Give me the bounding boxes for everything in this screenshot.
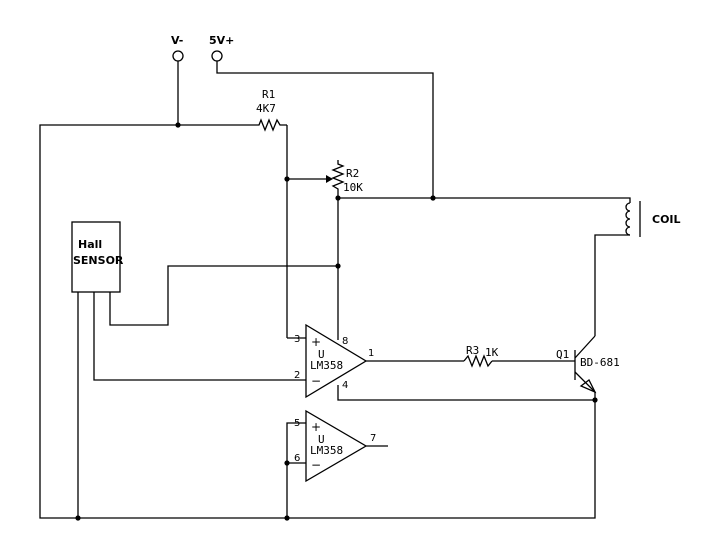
opamp2-plus-sign: + xyxy=(311,420,321,434)
q1-ref: Q1 xyxy=(556,348,569,361)
coil-to-collector-wire xyxy=(594,234,630,336)
vminus-label: V- xyxy=(171,34,183,47)
opamp2-part: LM358 xyxy=(310,444,343,457)
r1-value: 4K7 xyxy=(256,102,276,115)
opamp1-ground-wire xyxy=(337,385,595,401)
opamp-u2: + − U LM358 5 6 7 xyxy=(286,409,388,518)
opamp1-pin4: 4 xyxy=(342,380,348,391)
coil-label: COIL xyxy=(652,213,681,226)
r2-value: 10K xyxy=(343,181,363,194)
opamp1-pin3: 3 xyxy=(294,334,300,345)
vplus-terminal: 5V+ xyxy=(209,34,434,198)
hall-sensor: Hall SENSOR xyxy=(71,221,124,293)
opamp1-part: LM358 xyxy=(310,359,343,372)
q1-part: BD-681 xyxy=(580,356,620,369)
hall-supply-wire xyxy=(109,265,338,326)
vminus-terminal: V- xyxy=(171,34,184,125)
opamp1-pin1: 1 xyxy=(368,348,374,359)
potentiometer-r2: R2 10K xyxy=(287,160,363,198)
r3-value: 1K xyxy=(485,346,499,359)
opamp-u1: + − U LM358 3 2 1 8 4 xyxy=(287,323,374,399)
r3-ref: R3 xyxy=(466,344,479,357)
opamp2-pin7: 7 xyxy=(370,433,376,444)
hall-label-line2: SENSOR xyxy=(73,254,124,267)
ground-rail xyxy=(39,124,596,519)
junction-dots xyxy=(75,122,598,521)
hall-label-line1: Hall xyxy=(78,238,102,251)
opamp2-pin6: 6 xyxy=(294,453,300,464)
opamp1-pin8: 8 xyxy=(342,336,348,347)
opamp1-plus-sign: + xyxy=(311,335,321,349)
opamp1-minus-sign: − xyxy=(311,374,321,388)
opamp1-ref: U xyxy=(318,348,325,361)
transistor-q1: Q1 BD-681 xyxy=(556,335,620,400)
resistor-r3: R3 1K xyxy=(366,344,575,368)
opamp2-ref: U xyxy=(318,433,325,446)
r1-ref: R1 xyxy=(262,88,275,101)
opamp2-pin5: 5 xyxy=(294,418,300,429)
hall-output-wire xyxy=(93,292,306,381)
coil-inductor: COIL xyxy=(625,201,681,237)
opamp1-pin2: 2 xyxy=(294,370,300,381)
supply-rail xyxy=(338,197,631,203)
vplus-label: 5V+ xyxy=(209,34,234,47)
r2-ref: R2 xyxy=(346,167,359,180)
opamp2-minus-sign: − xyxy=(311,458,321,472)
resistor-r1: R1 4K7 xyxy=(255,88,287,132)
